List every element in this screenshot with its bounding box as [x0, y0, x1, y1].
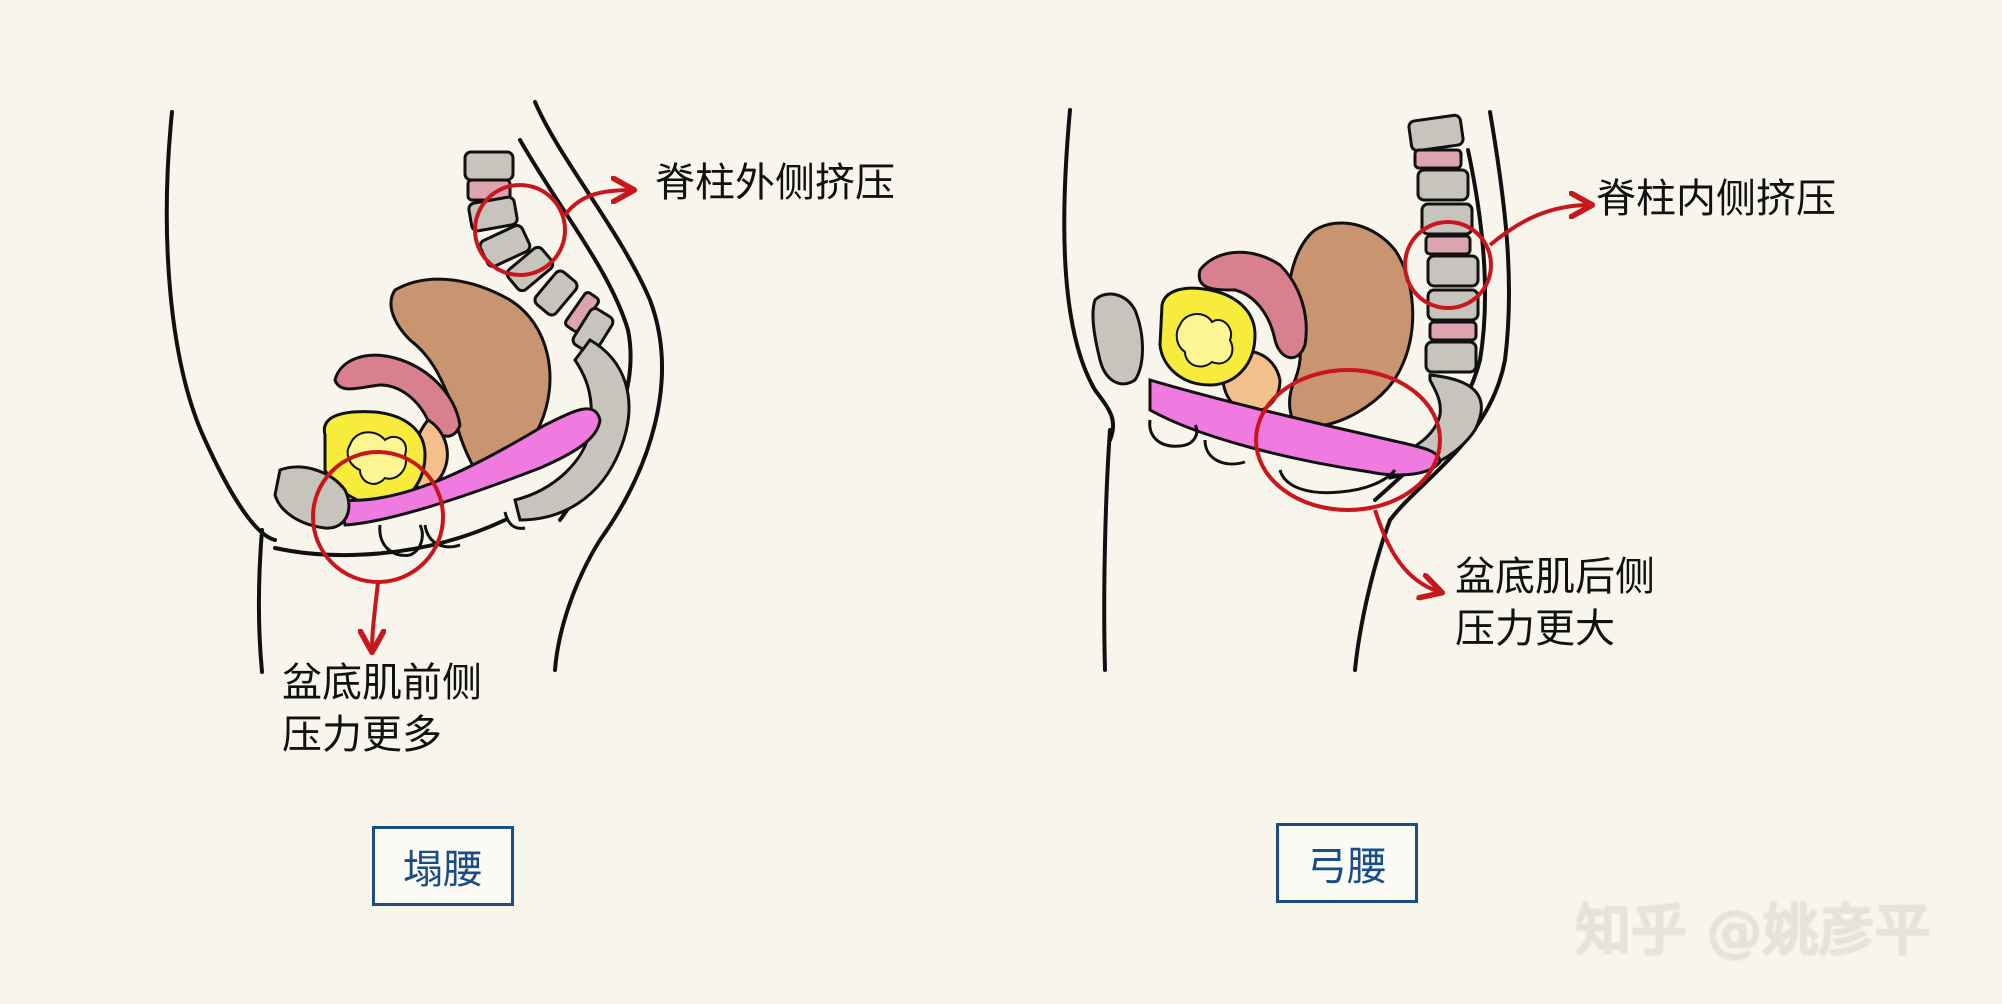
disc	[1413, 148, 1463, 170]
left-caption-box: 塌腰	[372, 826, 514, 906]
left-pelvic-annotation-line1: 盆底肌前侧	[282, 660, 482, 706]
left-figure	[164, 100, 664, 674]
watermark: 知乎 @姚彦平	[1575, 899, 1931, 964]
right-uterus	[1197, 250, 1308, 359]
vertebra	[1424, 340, 1478, 374]
right-body-front-outline	[1062, 108, 1116, 442]
vertebra	[533, 269, 579, 317]
left-spine-highlight-circle	[473, 183, 567, 277]
left-body-back-outer	[533, 100, 664, 672]
left-perineum-3	[503, 511, 526, 530]
vertebra	[1407, 113, 1465, 153]
disc	[1428, 320, 1478, 342]
right-bladder-inner	[1175, 313, 1234, 368]
left-uterus	[333, 353, 462, 438]
disc	[1424, 234, 1472, 256]
left-caption-text: 塌腰	[403, 847, 483, 893]
right-spine-annotation: 脊柱内侧挤压	[1596, 176, 1836, 222]
right-caption-text: 弓腰	[1307, 844, 1387, 890]
right-pelvic-annotation-line2: 压力更大	[1455, 606, 1615, 652]
left-body-leg-front	[257, 528, 264, 674]
right-pubic-bone	[1091, 292, 1144, 386]
vertebra	[1426, 254, 1480, 288]
right-pelvic-highlight-circle	[1254, 368, 1442, 512]
left-perineum-1	[378, 524, 424, 557]
right-pelvic-annotation-line1: 盆底肌后侧	[1455, 554, 1655, 600]
right-body-leg-front	[1102, 428, 1112, 672]
vertebra	[1416, 168, 1470, 202]
left-pelvic-floor	[338, 407, 602, 527]
left-spine-annotation: 脊柱外侧挤压	[655, 160, 895, 206]
left-spine-arrow	[563, 190, 632, 217]
left-body-front-outline	[164, 110, 277, 542]
left-spine	[463, 150, 631, 522]
left-body-bottom-line	[273, 518, 507, 557]
right-perineum-2	[1203, 439, 1246, 466]
left-pelvic-arrow	[372, 581, 378, 650]
right-caption-box: 弓腰	[1276, 823, 1418, 903]
right-figure	[1062, 108, 1590, 672]
right-perineum-1	[1148, 419, 1199, 448]
left-bladder-inner	[346, 431, 407, 485]
vertebra	[463, 150, 515, 182]
right-perineum-3	[1278, 468, 1397, 495]
left-pelvic-annotation-line2: 压力更多	[282, 712, 442, 758]
right-spine-highlight-circle	[1403, 220, 1493, 310]
vertebra	[1420, 202, 1474, 236]
right-spine-arrow	[1488, 205, 1590, 247]
left-pubic-bone	[273, 465, 351, 530]
right-pelvic-arrow	[1373, 509, 1440, 592]
vertebra	[505, 245, 555, 293]
